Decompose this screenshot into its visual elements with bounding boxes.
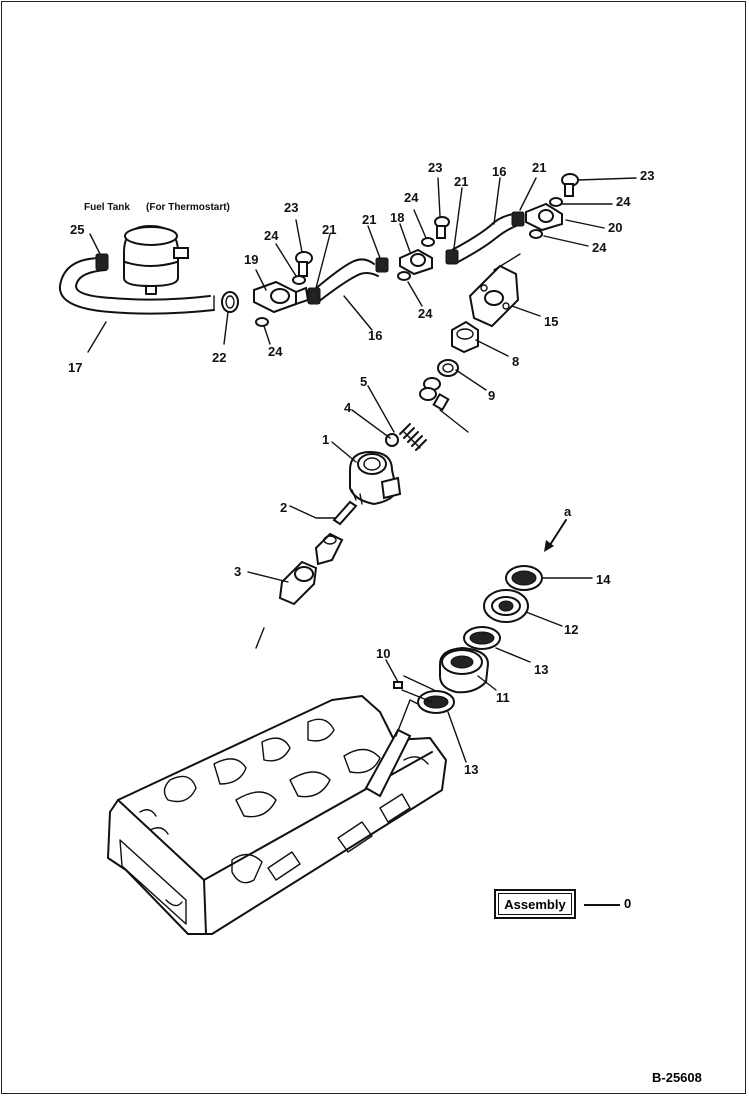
callout-18: 20 [608, 220, 622, 235]
flange-15 [468, 253, 521, 328]
axis-line [255, 627, 265, 649]
callout-19: 18 [390, 210, 404, 225]
callout-24-e: 24 [616, 194, 631, 209]
callout-11: 10 [376, 646, 390, 661]
bolt-23-c [561, 173, 579, 197]
washer-24-d [397, 271, 411, 281]
callout-21-b: 21 [362, 212, 376, 227]
cylinder-head [107, 689, 447, 935]
hose-16-a [307, 258, 379, 305]
callout-24-c: 24 [404, 190, 419, 205]
callout-12: 12 [564, 622, 578, 637]
callout-21-a: 21 [322, 222, 336, 237]
callout-5: 5 [360, 374, 367, 389]
washer-24-c [421, 237, 435, 247]
washer-24-b [255, 317, 269, 327]
callout-13-b: 13 [464, 762, 478, 777]
view-label-a: a [564, 504, 572, 519]
fuel-tank-caption: Fuel Tank [84, 202, 130, 213]
callout-15: 15 [544, 314, 558, 329]
thermostart-caption: (For Thermostart) [146, 202, 230, 213]
adapter-3 [278, 560, 318, 606]
pin-11 [393, 681, 403, 689]
callout-1: 1 [322, 432, 329, 447]
callout-labels: 25 17 22 24 19 24 23 21 21 16 18 24 23 2… [68, 160, 654, 777]
callout-17: 17 [68, 360, 82, 375]
valve-parts [419, 377, 469, 433]
callout-24-a: 24 [268, 344, 283, 359]
callout-9: 9 [488, 388, 495, 403]
assembly-box: Assembly [494, 889, 576, 919]
callout-16-a: 16 [368, 328, 382, 343]
body-1 [349, 450, 402, 506]
assembly-leader-line [584, 904, 620, 906]
clamp-21-a [375, 257, 389, 273]
gasket-13-b [417, 690, 455, 714]
washer-9 [437, 359, 459, 377]
callout-13-a: 13 [534, 662, 548, 677]
gasket-13-a [463, 626, 501, 650]
callout-3: 3 [234, 564, 241, 579]
clamp-25 [95, 253, 109, 271]
banjo-fitting-18 [525, 202, 563, 232]
clamp-22 [221, 291, 239, 313]
banjo-fitting-19 [399, 248, 433, 276]
spring-5 [399, 423, 427, 451]
hose-17 [58, 257, 215, 315]
callout-8: 8 [512, 354, 519, 369]
callout-16-b: 16 [492, 164, 506, 179]
callout-25: 25 [70, 222, 84, 237]
callout-21-d: 21 [532, 160, 546, 175]
callout-4: 4 [344, 400, 352, 415]
callout-24-b: 24 [264, 228, 279, 243]
banjo-fitting-20 [253, 280, 310, 314]
holder-12 [483, 589, 529, 623]
ring-14 [505, 565, 543, 591]
bolt-23-b [434, 216, 450, 239]
needle-2 [332, 500, 358, 526]
bolt-23-a [295, 251, 313, 277]
callout-23-c: 23 [640, 168, 654, 183]
callout-14: 14 [596, 572, 611, 587]
washer-24-a [292, 275, 306, 285]
document-code: B-25608 [652, 1070, 702, 1085]
callout-10: 11 [496, 690, 510, 705]
callout-24-d: 24 [418, 306, 433, 321]
callout-23-b: 23 [428, 160, 442, 175]
plug-8 [451, 320, 479, 354]
callout-21-c: 21 [454, 174, 468, 189]
sleeve [314, 532, 344, 566]
callout-20: 19 [244, 252, 258, 267]
callout-24-f: 24 [592, 240, 607, 255]
washer-24-f [529, 229, 543, 239]
callout-22: 22 [212, 350, 226, 365]
hose-16-b [445, 211, 525, 265]
assembly-label: Assembly [504, 896, 566, 912]
body-10 [439, 646, 490, 694]
assembly-number: 0 [624, 896, 632, 911]
leader-lines [87, 177, 637, 763]
washer-24-e [549, 197, 563, 207]
fuel-tank [123, 224, 189, 295]
callout-23-a: 23 [284, 200, 298, 215]
callout-2: 2 [280, 500, 287, 515]
